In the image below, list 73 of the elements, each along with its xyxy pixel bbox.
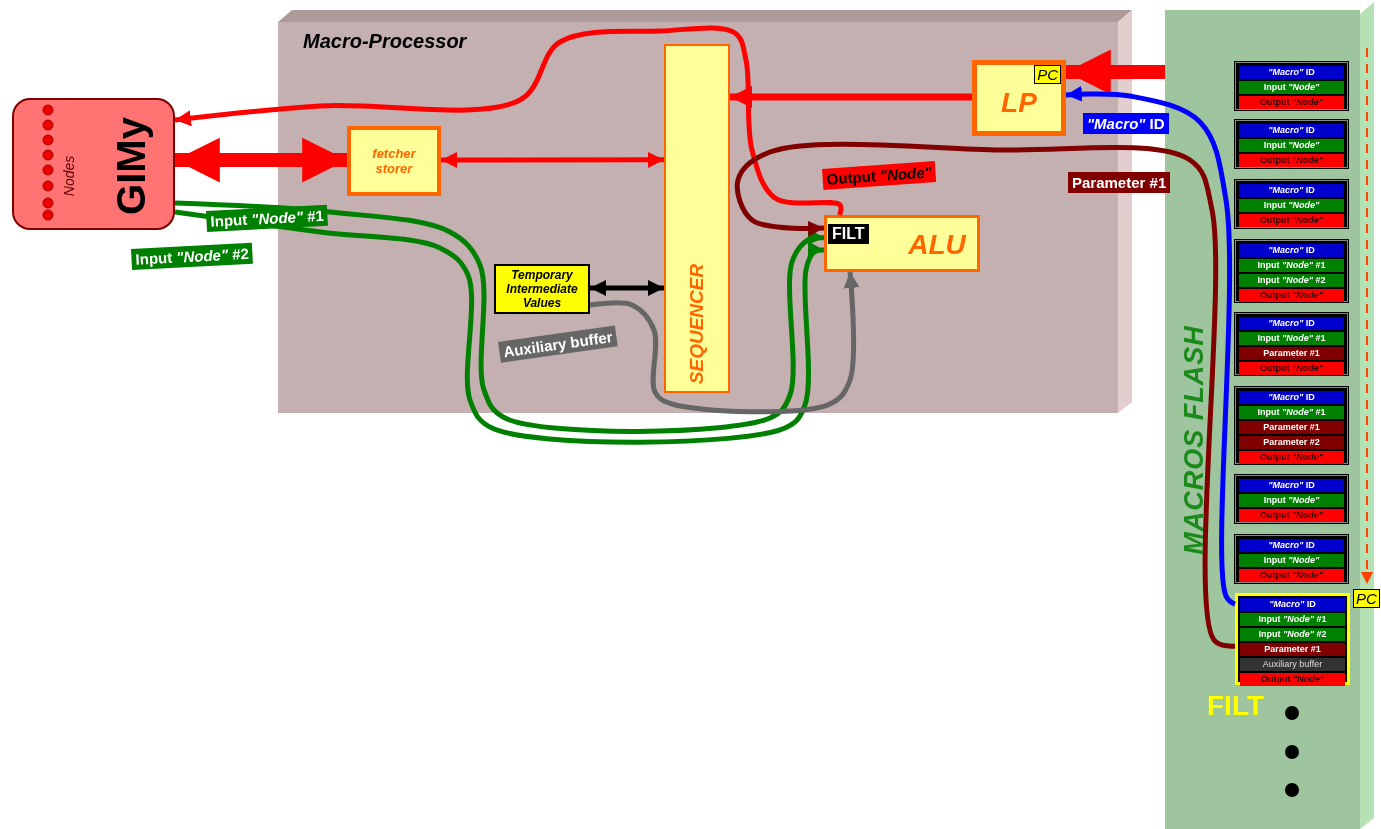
macro-record: [1235, 387, 1348, 464]
arrow: [590, 279, 664, 296]
output-field-label: Output "Node": [1239, 569, 1344, 582]
id-field: "Macro" ID: [1239, 479, 1344, 492]
filter-tag: FILT: [828, 224, 869, 244]
input-field-label: Input "Node" #2: [1239, 274, 1344, 287]
module-box: [12, 98, 175, 230]
arrow: [174, 25, 844, 216]
arrow: [589, 271, 860, 415]
output-field-label: Output "Node": [1239, 362, 1344, 375]
input-field-label: Input "Node": [1239, 554, 1344, 567]
panel-title: MACROS FLASH: [1178, 325, 1210, 555]
input-field-label: Input "Node" #1: [1239, 332, 1344, 345]
input-field-label: Input "Node": [1239, 139, 1344, 152]
macro-record: [1235, 593, 1350, 685]
id-field: "Macro" ID: [1239, 184, 1344, 197]
module-name: GIMy: [108, 117, 154, 215]
edge-label: Parameter #1: [1068, 172, 1171, 193]
id-field: "Macro" ID: [1239, 244, 1344, 257]
parameter-field-label: Parameter #2: [1239, 436, 1344, 449]
input-field-label: Input "Node": [1239, 81, 1344, 94]
input-field-label: Input "Node" #1: [1240, 613, 1345, 626]
arrow: [175, 137, 347, 183]
input-field-label: Input "Node" #1: [1239, 259, 1344, 272]
macro-record: [1235, 535, 1348, 583]
output-field-label: Output "Node": [1239, 154, 1344, 167]
input-field-label: Input "Node": [1239, 494, 1344, 507]
input-field-label: Input "Node" #2: [1240, 628, 1345, 641]
input-field-label: Input "Node": [1239, 199, 1344, 212]
id-field: "Macro" ID: [1239, 124, 1344, 137]
process-box: [347, 126, 441, 196]
id-field: "Macro" ID: [1239, 391, 1344, 404]
arrow: [730, 85, 972, 109]
arrow: [1065, 85, 1237, 607]
buffer-box: [494, 264, 590, 314]
id-field: "Macro" ID: [1239, 317, 1344, 330]
process-box: [972, 60, 1066, 136]
output-field-label: Output "Node": [1239, 214, 1344, 227]
id-field: "Macro" ID: [1239, 539, 1344, 552]
parameter-field-label: Parameter #1: [1240, 643, 1345, 656]
macro-record: [1235, 475, 1348, 523]
pc-badge: PC: [1353, 589, 1380, 608]
box-label: fetcher storer: [371, 146, 417, 176]
edge-label: "Macro" ID: [1083, 113, 1169, 134]
id-field: "Macro" ID: [1240, 598, 1345, 611]
panel-title: Macro-Processor: [303, 30, 467, 53]
output-field-label: Output "Node": [1239, 96, 1344, 109]
arrow: [441, 151, 664, 168]
buffer-field-label: Auxiliary buffer: [1240, 658, 1345, 671]
lp-label: LP: [1001, 87, 1037, 119]
box-label: Temporary Intermediate Values: [505, 268, 579, 310]
output-field-label: Output "Node": [1239, 451, 1344, 464]
sequencer-bar: [664, 44, 730, 393]
output-field-label: Output "Node": [1239, 289, 1344, 302]
macro-record: [1235, 313, 1348, 375]
input-field-label: Input "Node" #1: [1239, 406, 1344, 419]
output-field-label: Output "Node": [1239, 509, 1344, 522]
sequencer-label: SEQUENCER: [686, 263, 708, 385]
macro-record: [1235, 62, 1348, 110]
parameter-field-label: Parameter #1: [1239, 421, 1344, 434]
alu-box: [824, 215, 980, 272]
macro-record: [1235, 180, 1348, 228]
output-field-label: Output "Node": [1240, 673, 1345, 686]
nodes-label: Nodes: [61, 155, 77, 197]
edge-label: Input "Node" #2: [131, 242, 254, 270]
alu-label: ALU: [908, 229, 966, 261]
pc-badge: PC: [1034, 65, 1061, 84]
id-field: "Macro" ID: [1239, 66, 1344, 79]
macro-record: [1235, 240, 1348, 302]
parameter-field-label: Parameter #1: [1239, 347, 1344, 360]
arrow: [1066, 49, 1165, 95]
filter-label: FILT: [1207, 690, 1264, 722]
macro-record: [1235, 120, 1348, 168]
